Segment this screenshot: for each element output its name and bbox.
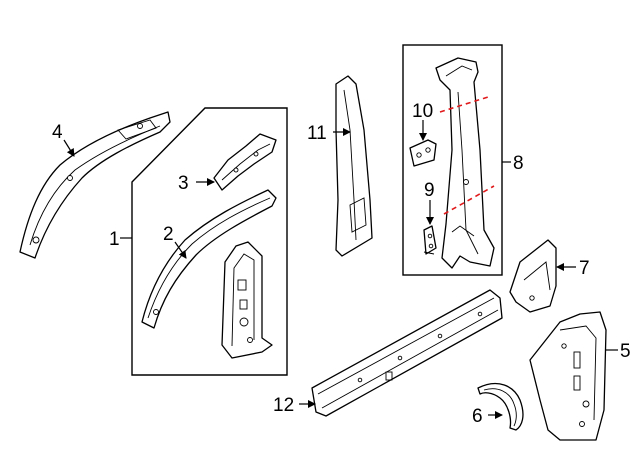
part-11-pillar-trim [335, 75, 373, 257]
callout-8: 8 [513, 153, 524, 174]
callout-3: 3 [178, 173, 189, 194]
part-12-rocker [311, 289, 503, 417]
part-1-lower-inner [221, 241, 273, 359]
leader-2 [174, 241, 187, 259]
part-5-quarter-panel [529, 311, 607, 441]
callout-5: 5 [620, 341, 631, 362]
cut-line-lower [443, 185, 495, 215]
part-10-bracket [409, 139, 437, 167]
part-7-bracket [509, 239, 557, 313]
part-6-wheelhouse-extension [477, 383, 524, 431]
callout-9: 9 [424, 180, 435, 201]
callout-11: 11 [307, 123, 327, 144]
part-2-a-pillar-inner [141, 189, 277, 329]
callout-2: 2 [163, 224, 174, 245]
callout-12: 12 [273, 395, 294, 416]
callout-7: 7 [579, 258, 590, 279]
part-8-b-pillar [435, 57, 495, 269]
group-box-8 [402, 44, 503, 276]
part-4-a-pillar-upper [19, 111, 171, 259]
leader-4 [63, 139, 75, 157]
callout-1: 1 [109, 229, 120, 250]
callout-6: 6 [472, 406, 483, 427]
group-box-1 [131, 107, 288, 376]
callout-4: 4 [52, 122, 63, 143]
callout-10: 10 [412, 101, 433, 122]
part-3-bracket [213, 133, 277, 191]
part-9-nut-plate [423, 225, 437, 255]
